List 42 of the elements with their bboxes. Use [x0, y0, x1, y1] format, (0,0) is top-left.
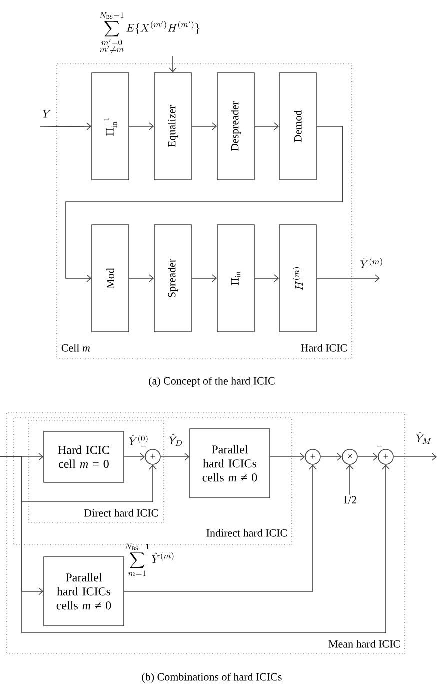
edge-label: $Y$: [42, 110, 51, 118]
process-block: $H^{(m)}$: [279, 224, 317, 332]
arrow: [316, 274, 380, 282]
edge-label: $\hat{Y}^{(0)}$: [129, 434, 148, 446]
process-box: Parallel hard ICICs cells m ≠ 0: [44, 556, 124, 626]
arrow: [129, 274, 154, 282]
process-block: Demod: [279, 72, 317, 180]
arrow: [169, 56, 177, 73]
process-block: Despreader: [217, 72, 255, 180]
process-box: Parallel hard ICICs cells m ≠ 0: [190, 428, 270, 498]
gain-label: 1/2: [344, 496, 356, 504]
edge-label: $\hat{Y}^{(m)}$: [360, 258, 382, 268]
arrow: [358, 453, 378, 461]
arrow: [192, 122, 218, 130]
arrow: [394, 453, 437, 461]
sum-formula: $\sum_{\substack{m'=0\\ m'\neq m}}^{N_{\mathrm{BS}}-1} E\{X^{(m')}H^{(m')}\}$: [100, 12, 200, 54]
process-box: Hard ICIC cell m = 0: [44, 431, 124, 483]
minus-sign: −: [141, 446, 147, 447]
process-block: Spreader: [154, 224, 192, 332]
arrow: [40, 122, 92, 130]
edge-label: $\hat{Y}_D$: [169, 434, 182, 446]
process-block: $\Pi_{\mathrm{in}}$: [217, 224, 255, 332]
arrow: [160, 453, 190, 461]
process-block: Equalizer: [154, 72, 192, 180]
arrow: [66, 126, 344, 282]
caption: (a) Concept of the hard ICIC: [149, 376, 275, 388]
arrow: [124, 453, 146, 461]
process-block: Mod: [92, 224, 130, 332]
arrow: [124, 464, 317, 592]
arrow: [0, 456, 390, 634]
arrow: [254, 274, 280, 282]
arrow: [192, 274, 218, 282]
edge-label: $\sum_{m=1}^{N_{\mathrm{BS}}-1}\hat{Y}^{(m)}$: [125, 544, 174, 576]
caption: (b) Combinations of hard ICICs: [142, 672, 282, 684]
edge-label: −: [377, 446, 383, 447]
arrow: [129, 122, 154, 130]
process-block: $\Pi_{\mathrm{in}}^{-1}$: [92, 72, 130, 180]
arrow: [346, 464, 354, 496]
arrow: [254, 122, 280, 130]
arrow: [270, 453, 306, 461]
arrow: [320, 453, 342, 461]
edge-label: $\hat{Y}_M$: [416, 432, 432, 444]
